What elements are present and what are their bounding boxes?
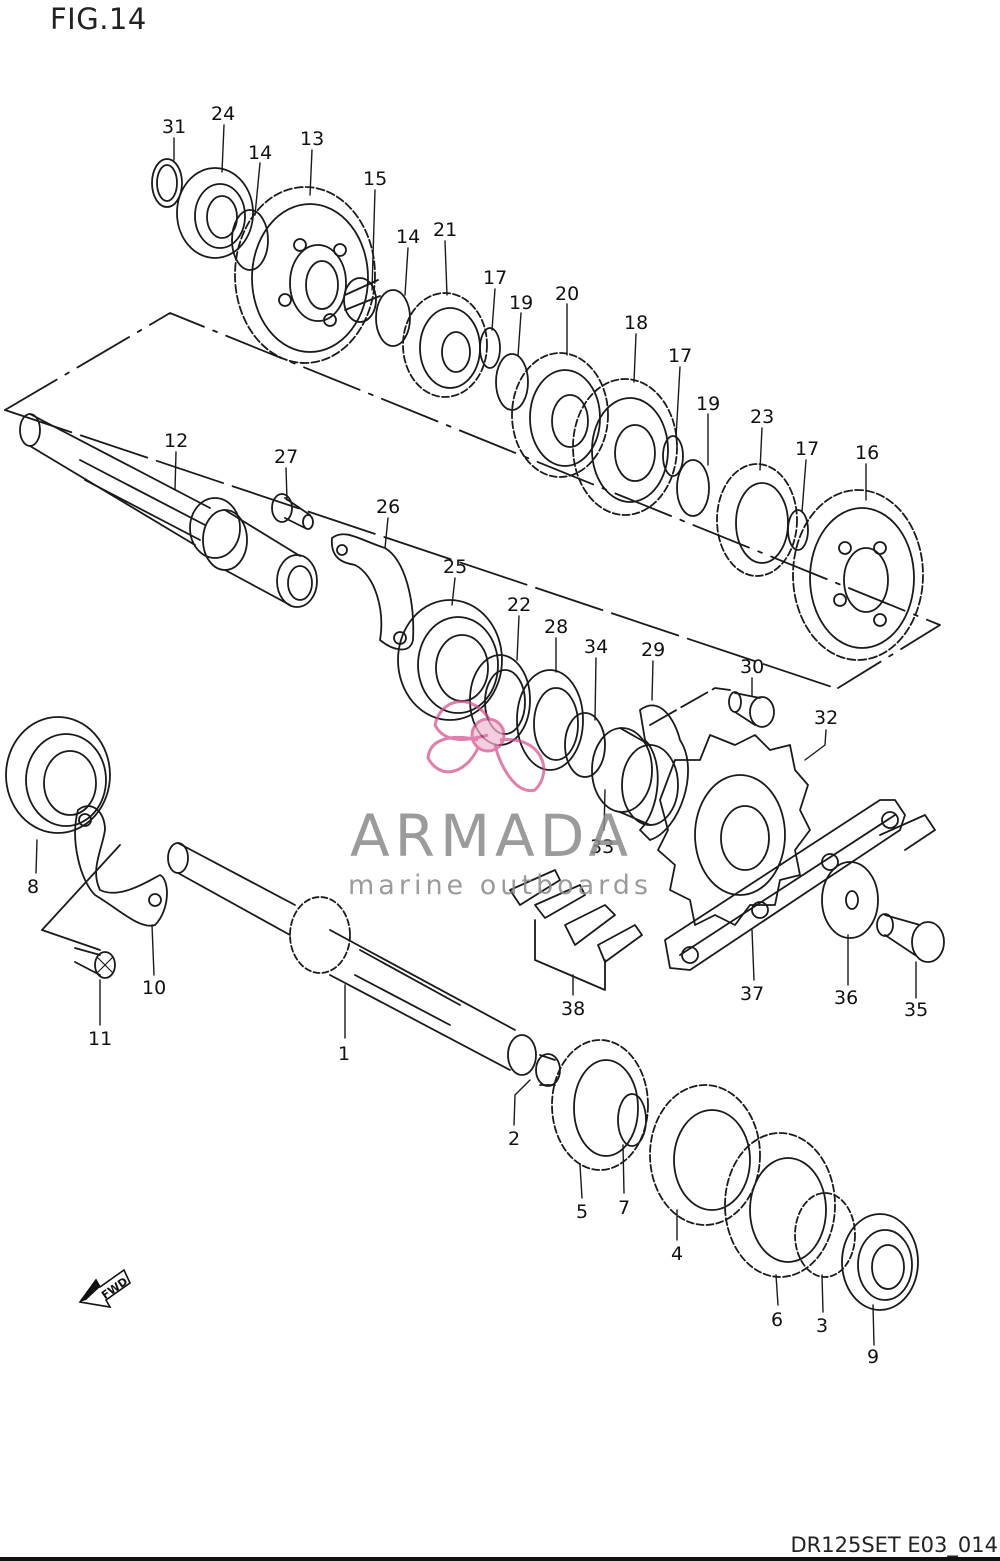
watermark-brand-name: ARMADA (350, 802, 634, 870)
part-24-bearing (176, 167, 254, 259)
figure-title: FIG.14 (50, 2, 147, 36)
callout-32: 32 (814, 707, 838, 729)
callout-26: 26 (376, 496, 400, 518)
callout-20: 20 (555, 283, 579, 305)
part-31-circlip (151, 158, 183, 208)
callout-29: 29 (641, 639, 665, 661)
callout-1: 1 (338, 1043, 350, 1065)
callout-16: 16 (855, 442, 879, 464)
part-12-countershaft (19, 413, 318, 608)
part-15-needle-bearing (343, 277, 381, 323)
callout-21: 21 (433, 219, 457, 241)
leader-lines (35, 124, 917, 1346)
callout-3: 3 (816, 1315, 828, 1337)
callout-labels: 1 2 3 4 5 6 7 8 9 10 11 12 13 14 14 15 1… (27, 103, 928, 1368)
part-32-sprocket (657, 734, 811, 926)
callout-30: 30 (740, 656, 764, 678)
part-9-bearing (841, 1213, 919, 1311)
callout-27: 27 (274, 446, 298, 468)
callout-14b: 14 (396, 226, 420, 248)
callout-37: 37 (740, 983, 764, 1005)
part-20-gear (511, 352, 609, 478)
callout-7: 7 (618, 1197, 630, 1219)
callout-15: 15 (363, 168, 387, 190)
watermark-propeller-icon (426, 700, 546, 792)
callout-4: 4 (671, 1243, 683, 1265)
part-4-gear (649, 1084, 761, 1226)
callout-31: 31 (162, 116, 186, 138)
part-6-gear (724, 1132, 836, 1278)
callout-9: 9 (867, 1346, 879, 1368)
callout-2: 2 (508, 1128, 520, 1150)
part-14-washer (231, 209, 269, 271)
callout-33: 33 (590, 836, 614, 858)
drawing-code: DR125SET E03_014 (790, 1533, 998, 1557)
callout-14a: 14 (248, 142, 272, 164)
part-34-o-ring (564, 712, 606, 778)
callout-12: 12 (164, 430, 188, 452)
callout-34: 34 (584, 636, 608, 658)
part-36-washer (821, 861, 879, 939)
part-38-master-link (509, 869, 643, 991)
callout-19a: 19 (509, 292, 533, 314)
callout-22: 22 (507, 594, 531, 616)
part-19-washer-2 (676, 459, 710, 517)
part-10-bearing-retainer (74, 805, 168, 927)
part-13-gear (234, 186, 376, 364)
part-8-bearing (5, 716, 111, 834)
callout-13: 13 (300, 128, 324, 150)
callout-17c: 17 (795, 438, 819, 460)
part-5-gear (551, 1039, 649, 1171)
callout-38: 38 (561, 998, 585, 1020)
part-17-circlip-2 (662, 435, 684, 477)
part-7-circlip (617, 1093, 647, 1147)
callout-23: 23 (750, 406, 774, 428)
callout-10: 10 (142, 977, 166, 999)
part-29-lock-washer (639, 704, 689, 841)
callout-8: 8 (27, 876, 39, 898)
part-35-bolt (876, 913, 945, 963)
callout-17a: 17 (483, 267, 507, 289)
callout-24: 24 (211, 103, 235, 125)
watermark-tagline: marine outboards (348, 870, 653, 901)
part-3-gear (794, 1192, 856, 1278)
part-23-gear (716, 463, 798, 577)
callout-35: 35 (904, 999, 928, 1021)
part-30-bolt (728, 691, 775, 728)
callout-5: 5 (576, 1201, 588, 1223)
part-27-screw (271, 493, 314, 530)
part-16-gear (792, 489, 924, 661)
bottom-rule (0, 1557, 1000, 1561)
part-28-bearing (516, 669, 584, 771)
fwd-arrow-icon: FWD (78, 1268, 132, 1309)
callout-19b: 19 (696, 393, 720, 415)
callout-17b: 17 (668, 345, 692, 367)
part-37-drive-chain (664, 799, 936, 971)
part-17-circlip-1 (479, 327, 501, 369)
part-19-washer-1 (495, 353, 529, 411)
callout-28: 28 (544, 616, 568, 638)
part-14-washer-2 (375, 289, 411, 347)
part-1-main-shaft (167, 842, 537, 1076)
part-11-screw (74, 947, 116, 979)
callout-36: 36 (834, 987, 858, 1009)
callout-18: 18 (624, 312, 648, 334)
callout-6: 6 (771, 1309, 783, 1331)
callout-25: 25 (443, 556, 467, 578)
countershaft-frame (4, 312, 941, 689)
part-18-gear (572, 378, 678, 516)
callout-11: 11 (88, 1028, 112, 1050)
part-21-gear (402, 292, 488, 398)
part-2-bushing (535, 1053, 561, 1087)
